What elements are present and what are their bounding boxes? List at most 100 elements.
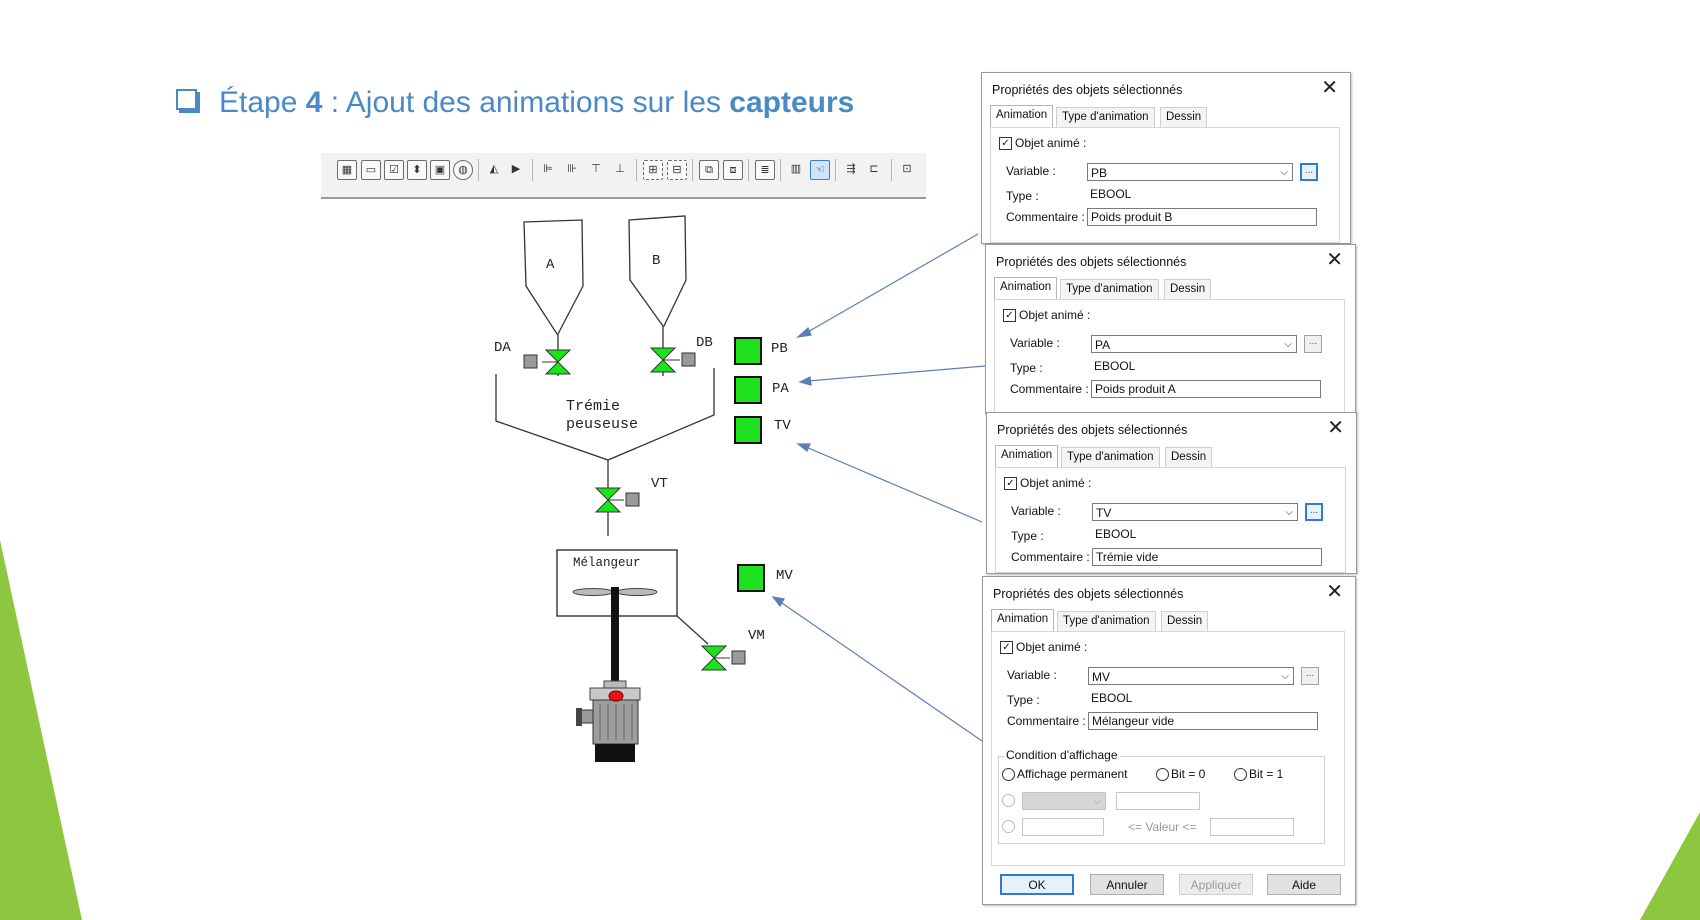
variable-combo[interactable]: TV⌵: [1092, 503, 1298, 521]
comment-field[interactable]: Poids produit B: [1087, 208, 1317, 226]
variable-value: MV: [1092, 670, 1110, 684]
operator-combo[interactable]: ⌵: [1022, 792, 1106, 810]
toolbar-separator: [532, 159, 533, 181]
gauge-icon[interactable]: ◍: [453, 160, 473, 180]
checkbox-icon[interactable]: ☑: [384, 160, 404, 180]
variable-browse-button[interactable]: ...: [1305, 503, 1323, 521]
connector-arrows: [771, 233, 986, 742]
label-hopper-b: B: [652, 253, 661, 269]
help-button[interactable]: Aide: [1267, 874, 1341, 895]
comment-field[interactable]: Poids produit A: [1091, 380, 1321, 398]
sensor-tv[interactable]: [734, 416, 762, 444]
radio-permanent-label: Affichage permanent: [1017, 767, 1128, 781]
tab-drawing[interactable]: Dessin: [1161, 611, 1209, 631]
close-icon[interactable]: ✕: [1326, 249, 1343, 271]
animated-object-checkbox[interactable]: ✓: [1004, 477, 1017, 490]
properties-icon[interactable]: ≣: [755, 160, 775, 180]
mixer-agitator: [572, 587, 658, 681]
numeric-display-icon[interactable]: ▦: [337, 160, 357, 180]
close-icon[interactable]: ✕: [1326, 581, 1343, 603]
radio-bit0[interactable]: [1156, 768, 1169, 781]
variable-browse-button[interactable]: ...: [1304, 335, 1322, 353]
distribute-h-icon[interactable]: ⇶: [846, 163, 856, 175]
tab-drawing[interactable]: Dessin: [1165, 447, 1213, 467]
animation-pointer-icon[interactable]: ☜: [810, 160, 830, 180]
variable-browse-button[interactable]: ...: [1301, 667, 1319, 685]
type-value: EBOOL: [1094, 359, 1136, 373]
sensor-pa[interactable]: [734, 376, 762, 404]
radio-bit1[interactable]: [1234, 768, 1247, 781]
distribute-v-icon[interactable]: ⊏: [869, 163, 879, 175]
tab-animation-type[interactable]: Type d'animation: [1056, 107, 1155, 127]
comment-field[interactable]: Trémie vide: [1092, 548, 1322, 566]
range-min-field[interactable]: [1022, 818, 1104, 836]
range-max-field[interactable]: [1210, 818, 1294, 836]
align-bottom-icon[interactable]: ⊥: [615, 163, 625, 175]
type-label: Type :: [1007, 693, 1040, 707]
variable-combo[interactable]: MV ⌵: [1088, 667, 1294, 685]
align-left-icon[interactable]: ⊫: [543, 163, 553, 175]
operator-value-field[interactable]: [1116, 792, 1200, 810]
animation-panel: ✓ Objet animé : Variable : PA⌵ ... Type …: [994, 299, 1345, 413]
grid-icon[interactable]: ▥: [790, 163, 802, 175]
animated-object-checkbox[interactable]: ✓: [999, 137, 1012, 150]
apply-button[interactable]: Appliquer: [1179, 874, 1253, 895]
align-top-icon[interactable]: ⊤: [591, 163, 601, 175]
type-label: Type :: [1010, 361, 1043, 375]
ok-button[interactable]: OK: [1000, 874, 1074, 895]
label-valve-vm: VM: [748, 628, 765, 644]
variable-combo[interactable]: PB⌵: [1087, 163, 1293, 181]
title-step: 4: [305, 86, 323, 119]
valve-vt: [594, 487, 640, 513]
ungroup-icon[interactable]: ⊟: [667, 160, 687, 180]
label-hopper-main-line2: peuseuse: [566, 416, 639, 433]
sensor-mv[interactable]: [737, 564, 765, 592]
tab-drawing[interactable]: Dessin: [1164, 279, 1212, 299]
text-box-icon[interactable]: ▣: [430, 160, 450, 180]
tab-animation[interactable]: Animation: [991, 609, 1055, 631]
checkbox-bullet-icon: [176, 89, 197, 110]
send-back-icon[interactable]: ⧈: [723, 160, 743, 180]
animated-object-checkbox[interactable]: ✓: [1003, 309, 1016, 322]
tab-drawing[interactable]: Dessin: [1160, 107, 1208, 127]
animated-object-label: Objet animé :: [1019, 308, 1091, 322]
tab-animation[interactable]: Animation: [990, 105, 1054, 127]
valve-vm: [700, 645, 746, 671]
close-icon[interactable]: ✕: [1321, 77, 1338, 99]
animated-object-label: Objet animé :: [1015, 136, 1087, 150]
align-right-icon[interactable]: ⊪: [567, 163, 577, 175]
range-label: <= Valeur <=: [1128, 820, 1197, 834]
more-icon[interactable]: ⊡: [902, 163, 912, 175]
radio-range[interactable]: [1002, 820, 1015, 833]
left-green-corner: [0, 540, 82, 920]
arrow-icon[interactable]: ▶: [511, 163, 521, 175]
tab-animation[interactable]: Animation: [995, 445, 1059, 467]
tab-animation[interactable]: Animation: [994, 277, 1058, 299]
tab-animation-type[interactable]: Type d'animation: [1060, 279, 1159, 299]
dialog-title: Propriétés des objets sélectionnés: [992, 83, 1183, 97]
label-valve-da: DA: [494, 340, 511, 356]
bring-front-icon[interactable]: ⧉: [699, 160, 719, 180]
tab-animation-type[interactable]: Type d'animation: [1061, 447, 1160, 467]
chevron-down-icon: ⌵: [1285, 507, 1293, 518]
dialog-title: Propriétés des objets sélectionnés: [997, 423, 1188, 437]
cancel-button[interactable]: Annuler: [1090, 874, 1164, 895]
close-icon[interactable]: ✕: [1327, 417, 1344, 439]
chevron-down-icon: ⌵: [1281, 671, 1289, 682]
variable-browse-button[interactable]: ...: [1300, 163, 1318, 181]
animated-object-checkbox[interactable]: ✓: [1000, 641, 1013, 654]
display-condition-group: [998, 756, 1325, 844]
comment-field[interactable]: Mélangeur vide: [1088, 712, 1318, 730]
spinner-icon[interactable]: ⬍: [407, 160, 427, 180]
display-condition-label: Condition d'affichage: [1004, 748, 1120, 762]
group-icon[interactable]: ⊞: [643, 160, 663, 180]
sensor-pb[interactable]: [734, 337, 762, 365]
tab-animation-type[interactable]: Type d'animation: [1057, 611, 1156, 631]
radio-permanent[interactable]: [1002, 768, 1015, 781]
process-diagram: [495, 215, 746, 762]
variable-combo[interactable]: PA⌵: [1091, 335, 1297, 353]
mirror-icon[interactable]: ◭: [489, 163, 499, 175]
rectangle-icon[interactable]: ▭: [361, 160, 381, 180]
radio-operator[interactable]: [1002, 794, 1015, 807]
